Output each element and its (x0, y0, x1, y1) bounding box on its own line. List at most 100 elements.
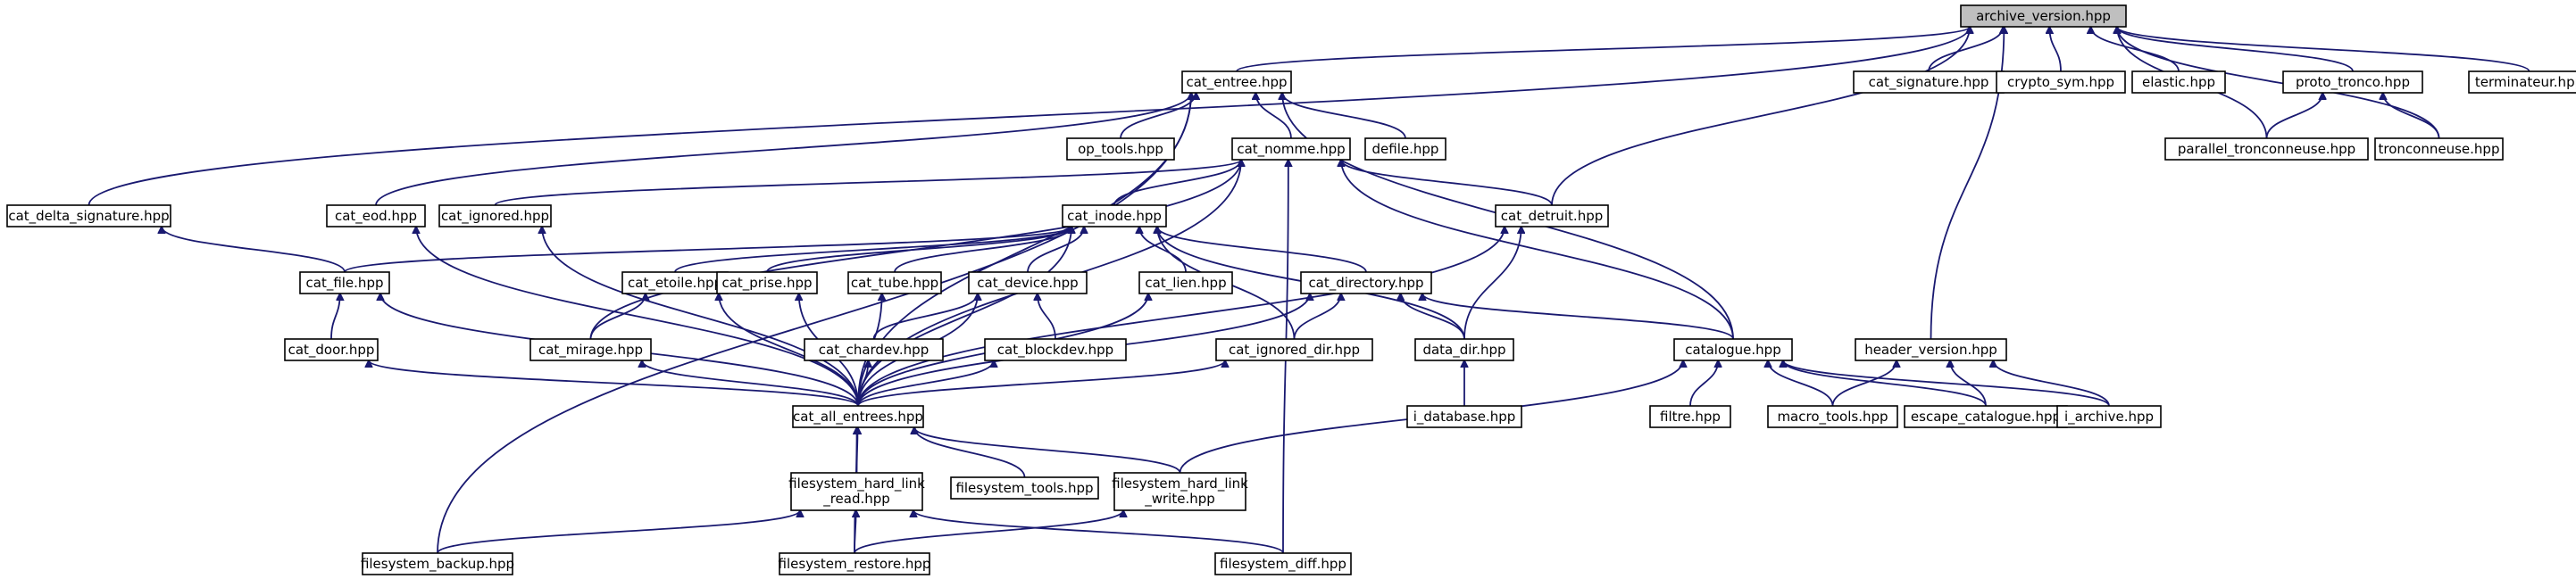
edge-cat-entree-to-archive-version (1236, 27, 1970, 72)
node-label: elastic.hpp (2142, 74, 2215, 90)
node-cat-blockdev[interactable]: cat_blockdev.hpp (984, 338, 1127, 361)
node-box (790, 472, 923, 511)
edge-cat-delta-signature-to-archive-version (88, 27, 1971, 206)
edge-cat-directory-to-cat-inode (1157, 227, 1367, 273)
edge-macro-tools-to-header-version (1831, 360, 1897, 407)
node-label: catalogue.hpp (1685, 342, 1780, 358)
node-archive-version[interactable]: archive_version.hpp (1960, 4, 2127, 28)
node-cat-eod[interactable]: cat_eod.hpp (326, 204, 426, 227)
node-filesystem-diff[interactable]: filesystem_diff.hpp (1214, 552, 1352, 575)
node-box (804, 338, 944, 361)
node-box (1855, 338, 2007, 361)
node-crypto-sym[interactable]: crypto_sym.hpp (1996, 70, 2126, 94)
node-cat-chardev[interactable]: cat_chardev.hpp (804, 338, 944, 361)
node-label: archive_version.hpp (1976, 8, 2111, 25)
node-cat-ignored[interactable]: cat_ignored.hpp (438, 204, 552, 227)
edge-cat-blockdev-to-cat-device (1038, 294, 1056, 340)
node-box (1996, 70, 2126, 94)
node-box (1181, 70, 1292, 94)
edge-defile-to-cat-entree (1282, 93, 1406, 139)
node-label: cat_etoile.hpp (628, 275, 722, 292)
node-cat-entree[interactable]: cat_entree.hpp (1181, 70, 1292, 94)
edge-cat-all-entrees-to-cat-mirage (642, 360, 859, 407)
node-label: filesystem_tools.hpp (955, 480, 1093, 497)
node-box (2131, 70, 2226, 94)
node-tronconneuse[interactable]: tronconneuse.hpp (2374, 137, 2504, 161)
edge-cat-all-entrees-to-cat-etoile (719, 294, 859, 407)
node-data-dir[interactable]: data_dir.hpp (1414, 338, 1514, 361)
node-label: tronconneuse.hpp (2379, 141, 2500, 157)
node-box (1649, 405, 1731, 428)
node-label: escape_catalogue.hpp (1911, 409, 2061, 426)
edge-tronconneuse-to-archive-version (2117, 27, 2440, 139)
node-cat-detruit[interactable]: cat_detruit.hpp (1495, 204, 1609, 227)
node-box (1113, 472, 1246, 511)
edge-proto-tronco-to-archive-version (2117, 27, 2354, 72)
node-cat-delta-signature[interactable]: cat_delta_signature.hpp (6, 204, 171, 227)
node-cat-device[interactable]: cat_device.hpp (968, 271, 1088, 294)
node-label: cat_eod.hpp (335, 208, 417, 225)
node-box (1138, 271, 1233, 294)
node-box (1231, 137, 1351, 161)
node-label: cat_all_entrees.hpp (793, 409, 923, 426)
node-catalogue[interactable]: catalogue.hpp (1673, 338, 1793, 361)
edge-cat-prise-to-cat-inode (766, 227, 1071, 273)
node-macro-tools[interactable]: macro_tools.hpp (1767, 405, 1898, 428)
node-box (2282, 70, 2423, 94)
node-escape-catalogue[interactable]: escape_catalogue.hpp (1904, 405, 2068, 428)
node-parallel-tronconneuse[interactable]: parallel_tronconneuse.hpp (2164, 137, 2369, 161)
node-label: _read.hpp (822, 491, 890, 508)
node-box (284, 338, 379, 361)
node-i-database[interactable]: i_database.hpp (1406, 405, 1522, 428)
edge-cat-device-to-cat-inode (1027, 227, 1084, 273)
node-cat-etoile[interactable]: cat_etoile.hpp (621, 271, 729, 294)
node-filesystem-tools[interactable]: filesystem_tools.hpp (950, 476, 1099, 500)
node-op-tools[interactable]: op_tools.hpp (1066, 137, 1175, 161)
file-nodes: archive_version.hpp cat_entree.hpp cat_sig… (6, 4, 2576, 575)
node-box (1495, 204, 1609, 227)
node-label: i_archive.hpp (2064, 409, 2154, 426)
node-cat-directory[interactable]: cat_directory.hpp (1300, 271, 1432, 294)
node-filtre[interactable]: filtre.hpp (1649, 405, 1731, 428)
node-cat-all-entrees[interactable]: cat_all_entrees.hpp (792, 405, 924, 428)
edge-filesystem-restore-to-filesystem-hard-link-write (854, 510, 1123, 554)
node-elastic[interactable]: elastic.hpp (2131, 70, 2226, 94)
node-label: i_database.hpp (1413, 409, 1516, 426)
node-terminateur[interactable]: terminateur.hpp (2468, 70, 2576, 94)
node-filesystem-restore[interactable]: filesystem_restore.hpp (779, 552, 931, 575)
node-box (2374, 137, 2504, 161)
node-defile[interactable]: defile.hpp (1364, 137, 1446, 161)
node-cat-door[interactable]: cat_door.hpp (284, 338, 379, 361)
node-cat-signature[interactable]: cat_signature.hpp (1853, 70, 2005, 94)
node-header-version[interactable]: header_version.hpp (1855, 338, 2007, 361)
node-proto-tronco[interactable]: proto_tronco.hpp (2282, 70, 2423, 94)
edge-parallel-tronconneuse-to-proto-tronco (2265, 93, 2323, 139)
node-box (847, 271, 942, 294)
node-label: macro_tools.hpp (1777, 409, 1888, 426)
node-cat-inode[interactable]: cat_inode.hpp (1062, 204, 1167, 227)
node-cat-mirage[interactable]: cat_mirage.hpp (529, 338, 652, 361)
node-box (2164, 137, 2369, 161)
node-filesystem-hard-link-write[interactable]: filesystem_hard_link_write.hpp (1112, 472, 1248, 511)
node-cat-file[interactable]: cat_file.hpp (299, 271, 390, 294)
edge-cat-all-entrees-to-cat-ignored (542, 227, 859, 407)
node-box (968, 271, 1088, 294)
edge-cat-detruit-to-archive-version (1551, 27, 1970, 206)
node-cat-prise[interactable]: cat_prise.hpp (716, 271, 818, 294)
node-box (2056, 405, 2162, 428)
node-cat-tube[interactable]: cat_tube.hpp (847, 271, 942, 294)
node-cat-nomme[interactable]: cat_nomme.hpp (1231, 137, 1351, 161)
node-cat-ignored-dir[interactable]: cat_ignored_dir.hpp (1215, 338, 1373, 361)
node-box (299, 271, 390, 294)
node-cat-lien[interactable]: cat_lien.hpp (1138, 271, 1233, 294)
node-filesystem-backup[interactable]: filesystem_backup.hpp (361, 552, 514, 575)
node-label: parallel_tronconneuse.hpp (2178, 141, 2355, 158)
node-box (792, 405, 924, 428)
node-filesystem-hard-link-read[interactable]: filesystem_hard_link_read.hpp (788, 472, 925, 511)
node-i-archive[interactable]: i_archive.hpp (2056, 405, 2162, 428)
node-box (1853, 70, 2005, 94)
node-label: cat_device.hpp (977, 275, 1078, 292)
edge-cat-nomme-to-cat-entree (1255, 93, 1292, 139)
edge-filesystem-backup-to-filesystem-hard-link-read (437, 510, 800, 554)
edge-terminateur-to-archive-version (2117, 27, 2530, 72)
